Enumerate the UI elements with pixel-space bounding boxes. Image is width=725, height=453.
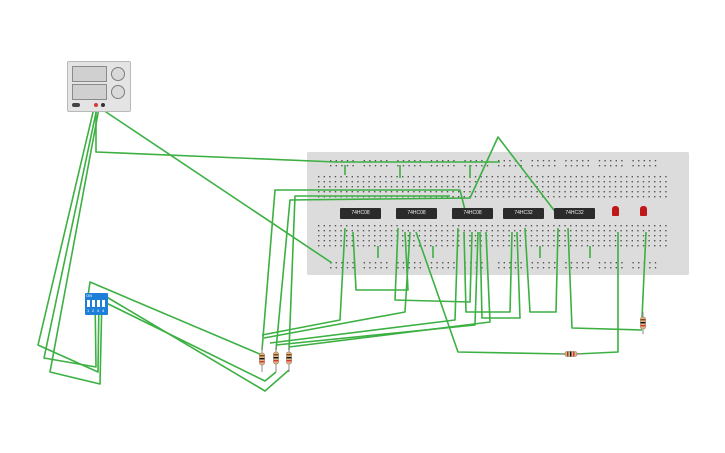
dip-number-3: 3 bbox=[97, 308, 100, 313]
breadboard-holes bbox=[307, 152, 689, 275]
wire-dip-to-res-1[interactable] bbox=[87, 281, 263, 356]
wire-psu-to-dip-1[interactable] bbox=[37, 107, 100, 373]
wire-res-to-chip-5[interactable] bbox=[288, 231, 491, 348]
wire-chip2-to-chip4[interactable] bbox=[394, 227, 473, 303]
wire-psu-to-dip-2[interactable] bbox=[43, 107, 98, 368]
wires[interactable] bbox=[37, 107, 647, 392]
dip-toggle-1[interactable] bbox=[87, 300, 90, 307]
dip-toggle-3[interactable] bbox=[97, 300, 100, 307]
wire-dip-to-res-2[interactable] bbox=[91, 295, 277, 382]
chip-u3[interactable]: 74HC08 bbox=[452, 208, 493, 219]
chip-u4[interactable]: 74HC32 bbox=[503, 208, 544, 219]
led-1[interactable] bbox=[612, 206, 619, 216]
resistor-3[interactable] bbox=[286, 346, 292, 372]
chip-u5[interactable]: 74HC32 bbox=[554, 208, 595, 219]
wire-psu-to-dip-3[interactable] bbox=[49, 107, 103, 385]
chip-u2[interactable]: 74HC08 bbox=[396, 208, 437, 219]
wire-chip3-to-chip4-b[interactable] bbox=[479, 231, 521, 319]
current-display bbox=[72, 84, 107, 100]
wire-psu-bottom-rail[interactable] bbox=[99, 107, 333, 264]
wire-chip5-to-res-right[interactable] bbox=[567, 227, 643, 331]
power-button[interactable] bbox=[72, 103, 80, 107]
wire-res-bottom-to-led1[interactable] bbox=[575, 232, 619, 355]
positive-terminal[interactable] bbox=[94, 103, 98, 107]
wire-res-to-chip-1[interactable] bbox=[261, 227, 346, 336]
dip-number-2: 2 bbox=[92, 308, 95, 313]
wire-res-top-loop-1[interactable] bbox=[261, 189, 466, 351]
dip-number-1: 1 bbox=[87, 308, 90, 313]
resistors[interactable] bbox=[259, 312, 646, 372]
wire-res-right-to-led2[interactable] bbox=[641, 231, 647, 319]
wire-res-top-loop-2[interactable] bbox=[275, 136, 561, 351]
dip-switch[interactable]: ON 1 2 3 4 bbox=[85, 293, 108, 315]
dip-toggle-4[interactable] bbox=[102, 300, 105, 307]
wire-res-to-chip-2[interactable] bbox=[263, 231, 411, 339]
resistor-bottom[interactable] bbox=[560, 351, 582, 357]
wire-res-to-chip-3[interactable] bbox=[269, 227, 459, 344]
wire-chip4-to-chip5[interactable] bbox=[524, 227, 559, 313]
dip-number-4: 4 bbox=[102, 308, 105, 313]
wire-chip1-to-chip2[interactable] bbox=[352, 231, 409, 291]
wire-dip-to-res-3[interactable] bbox=[104, 295, 290, 392]
wire-chip3-to-chip4[interactable] bbox=[463, 231, 513, 313]
resistor-2[interactable] bbox=[273, 346, 279, 372]
breadboard-body bbox=[307, 152, 689, 275]
resistor-1[interactable] bbox=[259, 346, 265, 372]
current-knob[interactable] bbox=[111, 85, 125, 99]
wire-res-to-chip-4[interactable] bbox=[275, 231, 479, 346]
voltage-knob[interactable] bbox=[111, 67, 125, 81]
wire-psu-top-rail[interactable] bbox=[95, 108, 500, 163]
wire-res-top-loop-3[interactable] bbox=[288, 195, 450, 351]
resistor-right[interactable] bbox=[640, 312, 646, 334]
power-supply[interactable] bbox=[67, 61, 131, 112]
dip-toggle-2[interactable] bbox=[92, 300, 95, 307]
wire-chip2-to-res-bottom[interactable] bbox=[415, 231, 567, 355]
negative-terminal[interactable] bbox=[101, 103, 105, 107]
chip-u1[interactable]: 74HC08 bbox=[340, 208, 381, 219]
led-2[interactable] bbox=[640, 206, 647, 216]
voltage-display bbox=[72, 66, 107, 82]
dip-on-label: ON bbox=[86, 293, 92, 298]
